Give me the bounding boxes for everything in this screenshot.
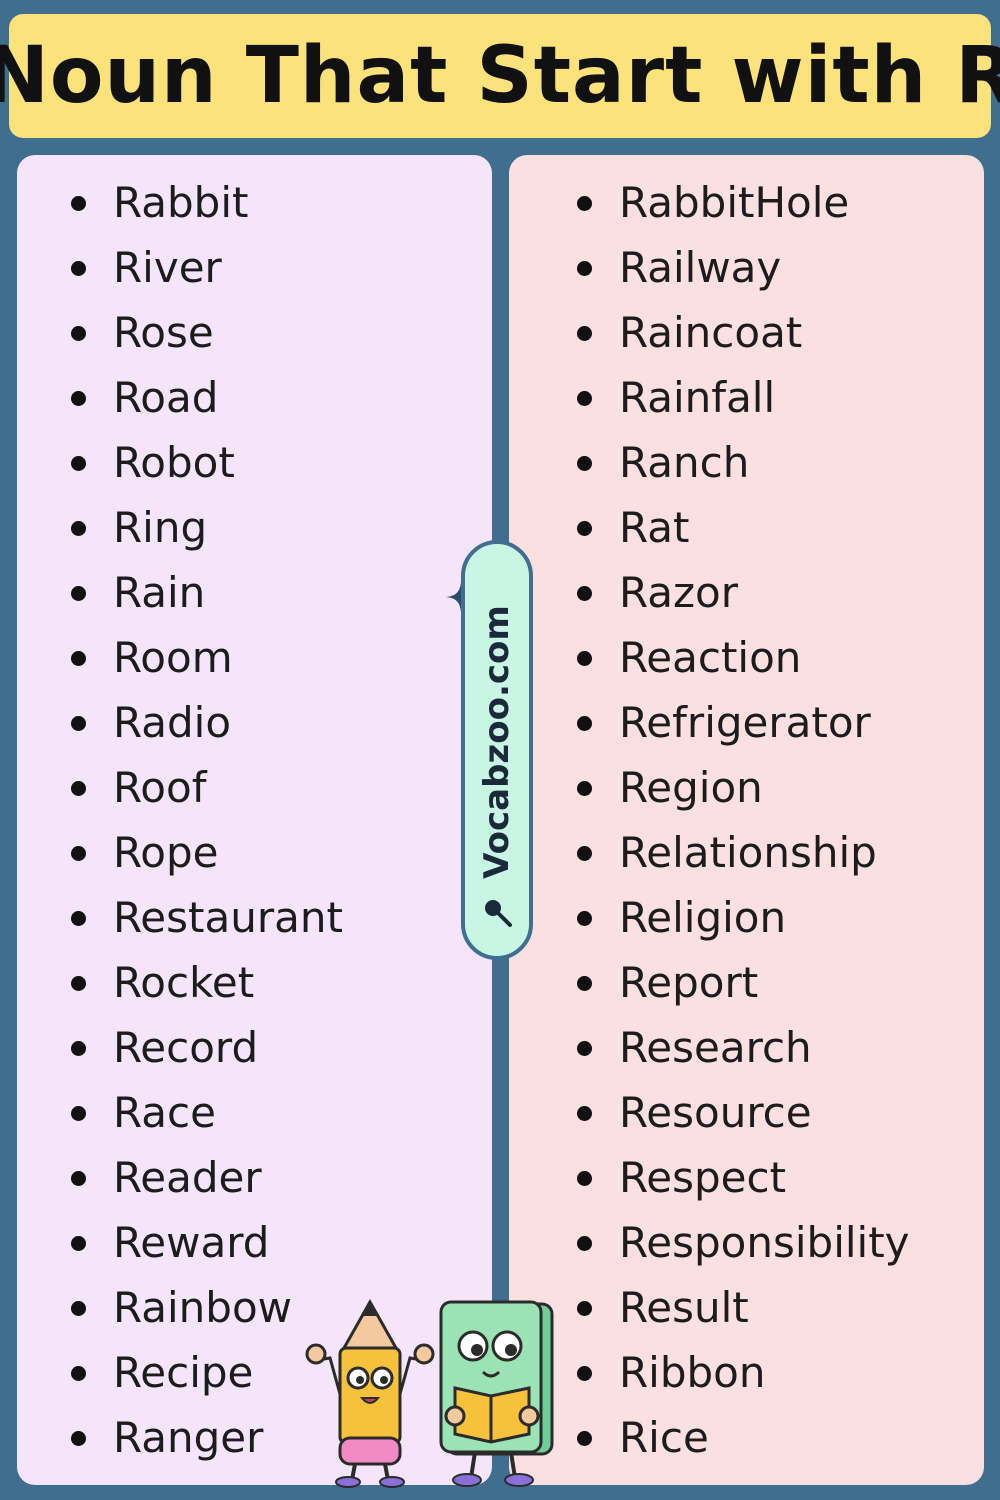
word-list-item: Rice [575, 1412, 910, 1477]
word-list-item: Railway [575, 242, 910, 307]
word-list-item: Recipe [69, 1347, 343, 1412]
word-list-item: Research [575, 1022, 910, 1087]
word-list-item: Roof [69, 762, 343, 827]
word-list-item: Road [69, 372, 343, 437]
magnifier-icon [485, 900, 512, 927]
word-list-item: Race [69, 1087, 343, 1152]
word-list-item: Rainbow [69, 1282, 343, 1347]
word-list-item: Ranger [69, 1412, 343, 1477]
word-list-item: Ring [69, 502, 343, 567]
word-list-item: Reader [69, 1152, 343, 1217]
word-list-item: Razor [575, 567, 910, 632]
word-list-item: Radio [69, 697, 343, 762]
word-list-item: Rose [69, 307, 343, 372]
word-list-item: Rabbit [69, 177, 343, 242]
word-list-item: Ranch [575, 437, 910, 502]
pencil-mascot [305, 1298, 435, 1488]
word-list-item: Result [575, 1282, 910, 1347]
word-list-item: Responsibility [575, 1217, 910, 1282]
word-list-item: Resource [575, 1087, 910, 1152]
word-list-item: Room [69, 632, 343, 697]
word-list-item: Reward [69, 1217, 343, 1282]
word-list-item: River [69, 242, 343, 307]
page-title: Noun That Start with R [0, 31, 1000, 121]
watermark-pill: Vocabzoo.com [461, 540, 533, 960]
word-list-item: Rain [69, 567, 343, 632]
word-list-item: Ribbon [575, 1347, 910, 1412]
word-list-item: Reaction [575, 632, 910, 697]
word-list-item: Raincoat [575, 307, 910, 372]
book-mascot [439, 1300, 554, 1487]
word-list-item: Rat [575, 502, 910, 567]
word-list-item: Record [69, 1022, 343, 1087]
word-list-item: Relationship [575, 827, 910, 892]
word-list-item: Rocket [69, 957, 343, 1022]
title-banner: Noun That Start with R [0, 14, 1000, 138]
word-list-item: Report [575, 957, 910, 1022]
word-list-item: Religion [575, 892, 910, 957]
word-list-item: Rope [69, 827, 343, 892]
word-list-item: RabbitHole [575, 177, 910, 242]
word-list-item: Restaurant [69, 892, 343, 957]
word-list-item: Robot [69, 437, 343, 502]
word-list-item: Refrigerator [575, 697, 910, 762]
word-list-item: Respect [575, 1152, 910, 1217]
watermark-text: Vocabzoo.com [477, 604, 517, 879]
word-list-item: Region [575, 762, 910, 827]
word-list-item: Rainfall [575, 372, 910, 437]
